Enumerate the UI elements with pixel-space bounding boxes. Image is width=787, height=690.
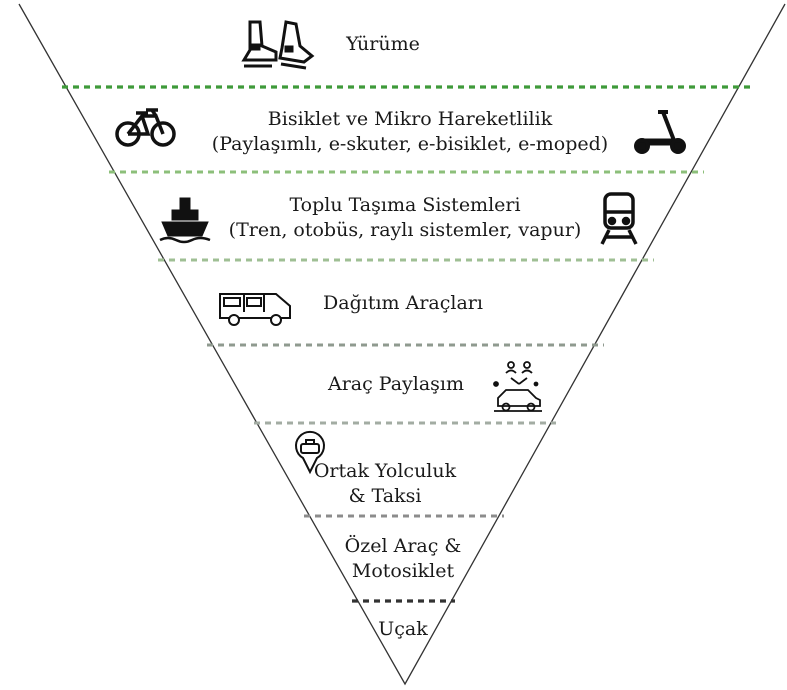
delivery-van-icon — [219, 293, 291, 326]
taxi-pin-icon — [295, 430, 325, 475]
tier-label-bicycle: Bisiklet ve Mikro Hareketlilik (Paylaşım… — [211, 108, 609, 155]
tier-label-delivery: Dağıtım Araçları — [323, 292, 483, 314]
car-sharing-icon — [493, 361, 542, 412]
tier-label-carsharing: Araç Paylaşım — [327, 373, 465, 395]
tier-label-transit: Toplu Taşıma Sistemleri (Tren, otobüs, r… — [228, 194, 582, 241]
train-icon — [600, 192, 638, 245]
e-scooter-icon — [634, 110, 686, 154]
tier-label-rideshare: Ortak Yolculuk & Taksi — [313, 460, 457, 507]
bicycle-icon — [115, 108, 176, 147]
tier-label-private: Özel Araç & Motosiklet — [344, 535, 462, 582]
walking-shoes-icon — [241, 20, 315, 70]
tier-label-plane: Uçak — [378, 618, 428, 640]
tier-label-walking: Yürüme — [346, 33, 420, 55]
ferry-icon — [159, 197, 211, 244]
